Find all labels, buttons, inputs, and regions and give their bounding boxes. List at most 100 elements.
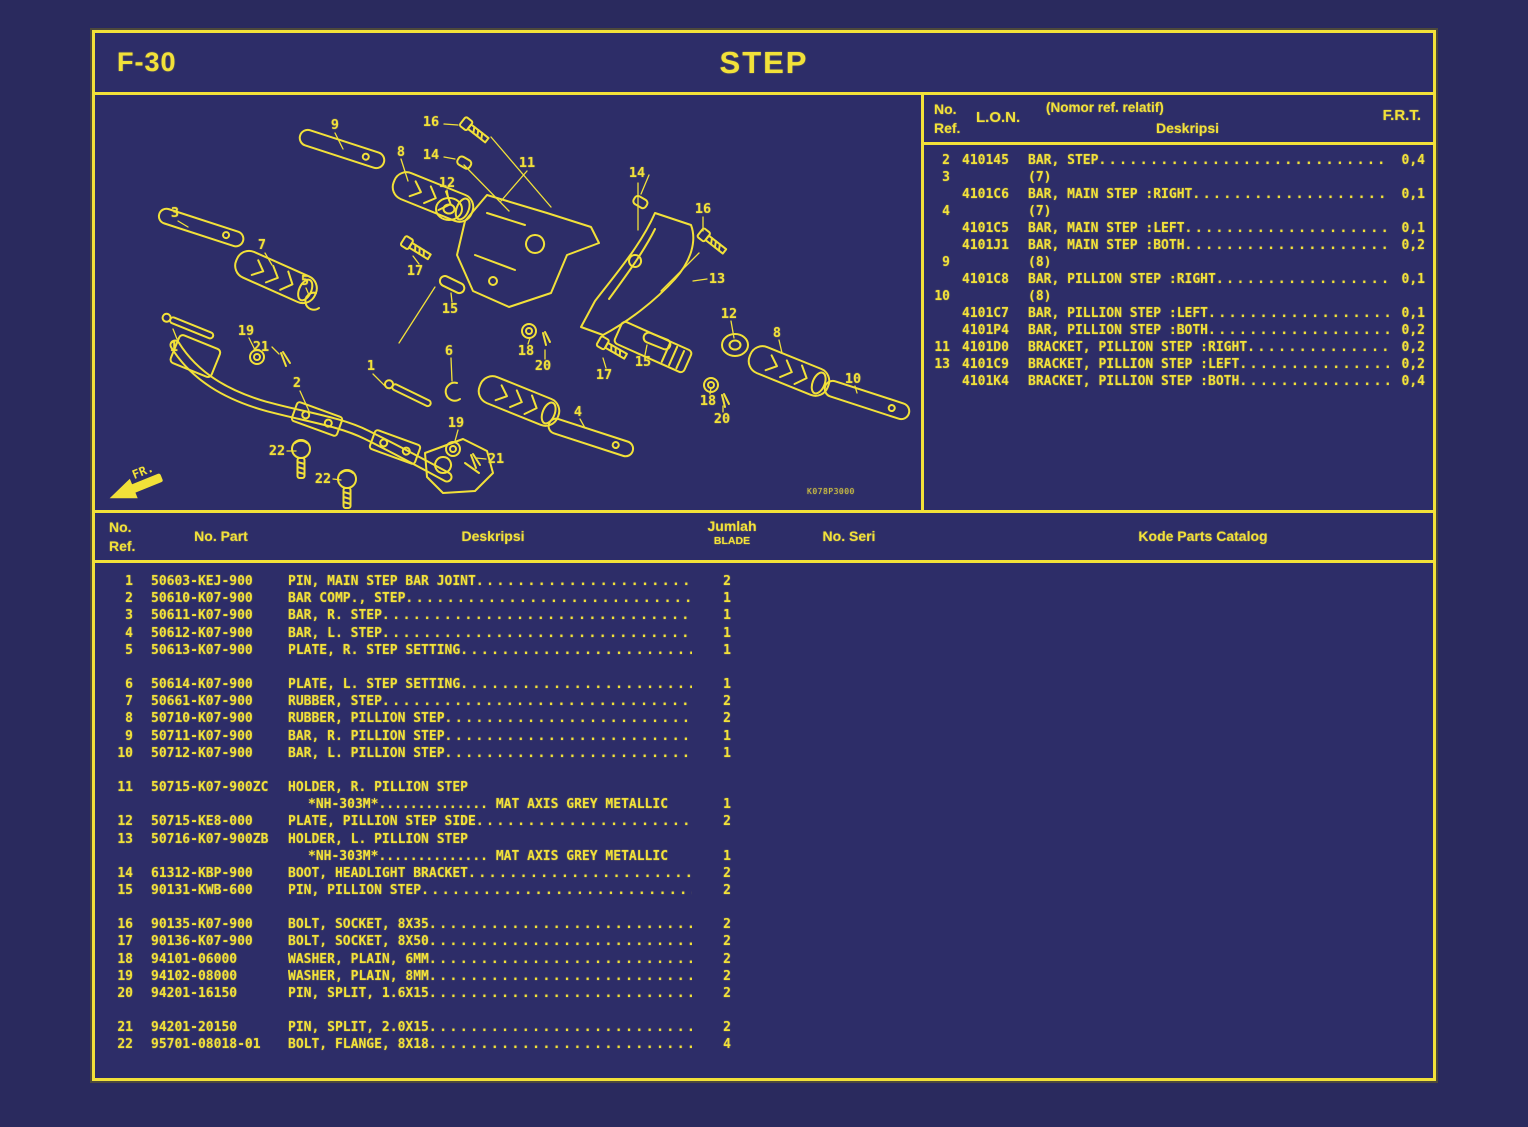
lon-header-frt: F.R.T. [1382,107,1421,124]
parts-row-qty: 1 [723,591,731,607]
parts-row-dots: ........................................… [468,865,692,881]
parts-row-ref: 13 [117,831,133,847]
lon-table-row: 4101J1 BAR, MAIN STEP :BOTH.............… [924,237,1433,254]
parts-row-desc: HOLDER, L. PILLION STEP [288,831,469,847]
parts-row-desc: PLATE, L. STEP SETTING [288,677,461,693]
parts-row-part: 95701-08018-01 [151,1037,261,1053]
parts-row-qty: 1 [723,848,731,864]
diagram-callout: 14 [628,165,646,181]
diagram-callout: 8 [772,325,782,341]
parts-row-part: 61312-KBP-900 [151,865,253,881]
parts-row-ref: 16 [117,917,133,933]
diagram-callout: 7 [257,237,267,253]
parts-row-qty: 1 [723,677,731,693]
part-washer-19-left [249,349,291,367]
diagram-callout: 16 [694,201,712,217]
parts-table-row: 17 90136-K07-900 BOLT, SOCKET, 8X50.....… [95,933,1433,950]
lon-table-header: No. Ref. L.O.N. (Nomor ref. relatif) Des… [924,95,1433,145]
diagram-callout: 19 [447,415,465,431]
lon-table: No. Ref. L.O.N. (Nomor ref. relatif) Des… [921,95,1433,510]
parts-row-part: 50614-K07-900 [151,677,253,693]
lon-row-ref: 10 [934,289,950,304]
parts-row-ref: 15 [117,883,133,899]
parts-row-ref: 21 [117,1020,133,1036]
parts-row-ref: 3 [125,608,133,624]
parts-row-part: 50715-KE8-000 [151,814,253,830]
parts-row-part: 90131-KWB-600 [151,883,253,899]
parts-table-header: No. Ref. No. Part Deskripsi Jumlah BLADE… [95,513,1433,563]
parts-row-qty: 1 [723,797,731,813]
lon-row-code: 4101C5 [962,221,1009,236]
parts-row-desc: PIN, MAIN STEP BAR JOINT [288,574,476,590]
lon-table-row: 13 4101C9 BRACKET, PILLION STEP :LEFT...… [924,356,1433,373]
lon-row-frt: 0,1 [1401,187,1425,202]
diagram-callout: 5 [300,273,310,289]
lon-row-frt: 0,4 [1401,153,1425,168]
parts-header-deskripsi: Deskripsi [461,528,525,544]
parts-table-body: 1 50603-KEJ-900 PIN, MAIN STEP BAR JOINT… [95,563,1433,1071]
parts-row-ref: 7 [125,694,133,710]
lon-table-row: 4101C5 BAR, MAIN STEP :LEFT.............… [924,220,1433,237]
parts-row-desc: PLATE, R. STEP SETTING [288,642,461,658]
parts-row-ref: 19 [117,968,133,984]
lon-table-row: 11 4101D0 BRACKET, PILLION STEP :RIGHT..… [924,339,1433,356]
diagram-callout: 18 [699,393,717,409]
lon-row-desc: BAR, PILLION STEP :LEFT [1028,306,1209,321]
parts-row-qty: 2 [723,883,731,899]
lon-table-row: 4101C8 BAR, PILLION STEP :RIGHT.........… [924,271,1433,288]
lon-row-dots: ........................................… [1098,153,1389,168]
part-rubber-pillion-top [391,171,475,223]
parts-row-ref: 5 [125,642,133,658]
diagram-code: K078P3000 [807,487,855,496]
lon-header-deskripsi: Deskripsi [1156,120,1220,136]
part-boot-14-top [456,155,473,170]
diagram-callout: 21 [487,451,505,467]
diagram-callout: 4 [573,404,583,420]
lon-row-dots [1051,289,1389,304]
diagram-callout: 9 [330,117,340,133]
parts-row-part: 50612-K07-900 [151,625,253,641]
parts-table-row: 15 90131-KWB-600 PIN, PILLION STEP......… [95,882,1433,899]
parts-row-qty: 2 [723,865,731,881]
parts-table-row: 8 50710-K07-900 RUBBER, PILLION STEP....… [95,710,1433,727]
lon-row-dots: ........................................… [1192,187,1389,202]
lon-row-code: 4101C9 [962,357,1009,372]
part-bar-pillion-right [298,128,386,170]
lon-row-code: 4101K4 [962,374,1009,389]
parts-table-row: 1 50603-KEJ-900 PIN, MAIN STEP BAR JOINT… [95,573,1433,590]
parts-table-row: *NH-303M*.............. MAT AXIS GREY ME… [95,796,1433,813]
parts-row-dots: ........................................… [428,951,692,967]
lon-table-row: 10 (8) [924,288,1433,305]
parts-row-dots: ........................................… [460,677,692,693]
lon-header-note: (Nomor ref. relatif) [1046,100,1164,115]
lon-row-dots: ........................................… [1184,238,1389,253]
diagram-callout: 6 [444,343,454,359]
parts-row-qty: 1 [723,625,731,641]
part-bolt-16-right [696,227,728,255]
lon-row-code: 4101D0 [962,340,1009,355]
diagram-callout: 20 [713,411,731,427]
parts-row-ref: 10 [117,745,133,761]
parts-row-desc: BOLT, SOCKET, 8X35 [288,917,429,933]
part-plate-clip-6 [444,381,461,402]
diagram-callout: 8 [396,144,406,160]
parts-table-row: 3 50611-K07-900 BAR, R. STEP............… [95,607,1433,624]
catalog-frame: F-30 STEP [92,30,1436,1081]
parts-row-part: 94102-08000 [151,968,238,984]
diagram-callout: 22 [314,471,332,487]
diagram-callout: 1 [366,358,376,374]
parts-row-part: 90136-K07-900 [151,934,253,950]
part-washer-12-right [721,333,749,357]
leader-lines [172,123,858,481]
parts-row-part: 50610-K07-900 [151,591,253,607]
parts-row-desc: BAR COMP., STEP [288,591,406,607]
parts-row-desc: HOLDER, R. PILLION STEP [288,779,469,795]
parts-row-ref: 8 [125,711,133,727]
lon-row-code: 4101C8 [962,272,1009,287]
parts-row-desc: RUBBER, STEP [288,694,382,710]
parts-row-dots: ........................................… [428,1020,692,1036]
parts-row-qty: 2 [723,934,731,950]
parts-table-group: 6 50614-K07-900 PLATE, L. STEP SETTING..… [95,676,1433,762]
diagram-callout: 17 [406,263,424,279]
